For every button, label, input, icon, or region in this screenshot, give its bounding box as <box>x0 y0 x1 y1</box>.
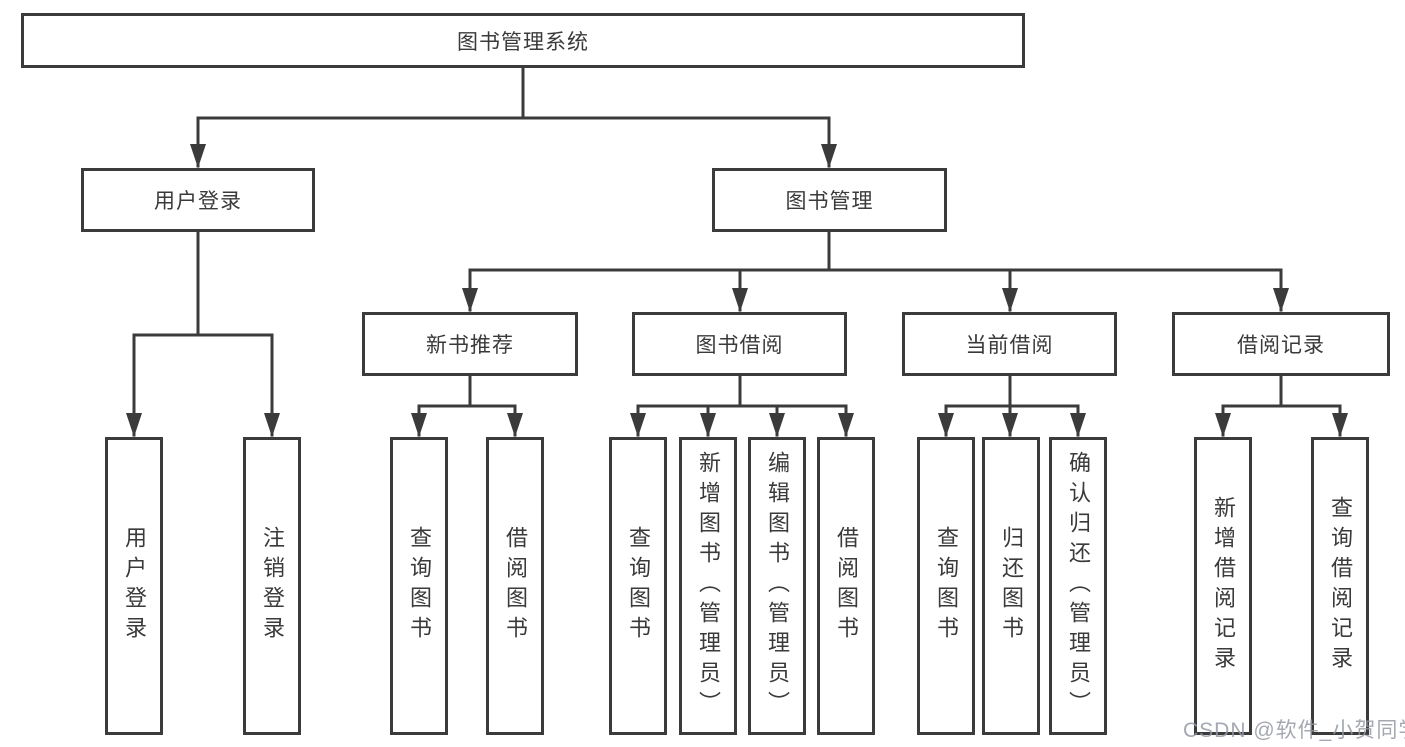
leaf-add-book-admin: 新增图书（管理员） <box>679 437 737 735</box>
leaf-confirm-return-admin-label: 确认归还（管理员） <box>1066 451 1091 721</box>
leaf-edit-book-admin: 编辑图书（管理员） <box>748 437 806 735</box>
leaf-query-borrow-record-label: 查询借阅记录 <box>1328 496 1353 676</box>
leaf-return-book-label: 归还图书 <box>999 526 1024 646</box>
node-root-label: 图书管理系统 <box>457 30 589 54</box>
leaf-add-book-admin-label: 新增图书（管理员） <box>696 451 721 721</box>
leaf-borrow-books-borrowing: 借阅图书 <box>817 437 875 735</box>
leaf-borrow-books-recommend: 借阅图书 <box>486 437 544 735</box>
node-current-borrowing: 当前借阅 <box>902 312 1117 376</box>
leaf-query-borrow-record: 查询借阅记录 <box>1311 437 1369 735</box>
node-book-management: 图书管理 <box>712 168 947 232</box>
leaf-query-books-current: 查询图书 <box>917 437 975 735</box>
leaf-query-books-recommend-label: 查询图书 <box>407 526 432 646</box>
leaf-edit-book-admin-label: 编辑图书（管理员） <box>765 451 790 721</box>
leaf-query-books-recommend: 查询图书 <box>390 437 448 735</box>
node-borrowing-records: 借阅记录 <box>1172 312 1390 376</box>
leaf-query-books-borrowing-label: 查询图书 <box>626 526 651 646</box>
leaf-borrow-books-borrowing-label: 借阅图书 <box>834 526 859 646</box>
node-new-book-recommend: 新书推荐 <box>362 312 578 376</box>
csdn-watermark: CSDN @软件_小贺同学 <box>1183 719 1405 742</box>
node-borrowing-records-label: 借阅记录 <box>1237 334 1325 357</box>
node-current-borrowing-label: 当前借阅 <box>965 334 1054 357</box>
node-root: 图书管理系统 <box>21 13 1025 68</box>
leaf-add-borrow-record-label: 新增借阅记录 <box>1211 496 1236 676</box>
leaf-logout-label: 注销登录 <box>260 526 285 646</box>
node-book-borrowing: 图书借阅 <box>632 312 847 376</box>
node-user-login: 用户登录 <box>81 168 315 232</box>
leaf-confirm-return-admin: 确认归还（管理员） <box>1049 437 1107 735</box>
node-new-book-recommend-label: 新书推荐 <box>426 334 514 357</box>
node-book-management-label: 图书管理 <box>785 190 874 213</box>
leaf-user-login-label: 用户登录 <box>122 526 147 646</box>
leaf-user-login: 用户登录 <box>105 437 163 735</box>
node-book-borrowing-label: 图书借阅 <box>695 334 784 357</box>
leaf-logout: 注销登录 <box>243 437 301 735</box>
node-user-login-label: 用户登录 <box>154 190 242 213</box>
leaf-query-books-borrowing: 查询图书 <box>609 437 667 735</box>
leaf-query-books-current-label: 查询图书 <box>934 526 959 646</box>
leaf-borrow-books-recommend-label: 借阅图书 <box>503 526 528 646</box>
leaf-return-book: 归还图书 <box>982 437 1040 735</box>
leaf-add-borrow-record: 新增借阅记录 <box>1194 437 1252 735</box>
